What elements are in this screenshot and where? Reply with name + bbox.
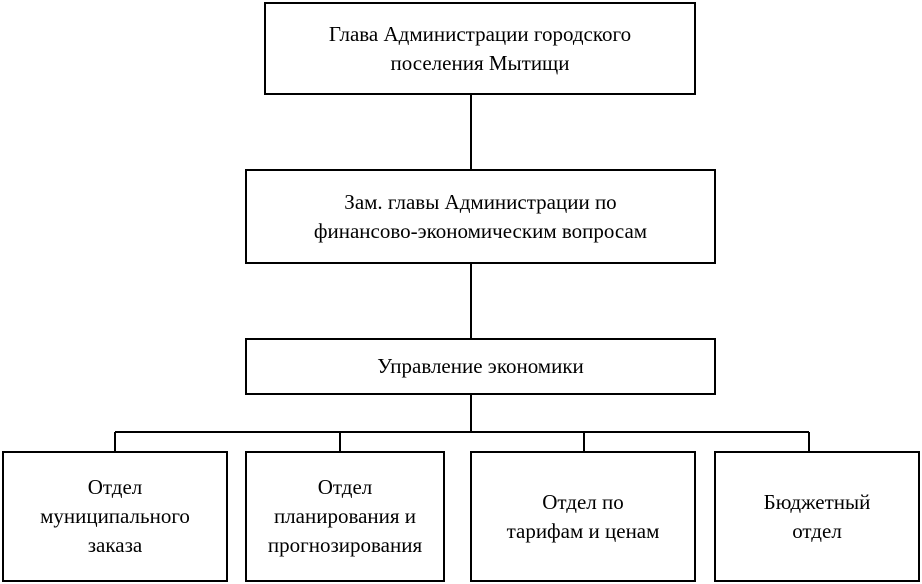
- unit-label-2: Отдел планирования и прогнозирования: [267, 475, 423, 557]
- unit-box-1: Отдел муниципального заказа: [2, 451, 228, 582]
- head-label: Глава Администрации городского поселения…: [328, 21, 632, 75]
- unit-label-3: Отдел по тарифам и ценам: [506, 489, 660, 543]
- unit-label-4: Бюджетный отдел: [763, 489, 871, 543]
- head-box: Глава Администрации городского поселения…: [264, 2, 696, 95]
- unit-box-2: Отдел планирования и прогнозирования: [245, 451, 445, 582]
- unit-label-1: Отдел муниципального заказа: [40, 475, 190, 557]
- unit-box-4: Бюджетный отдел: [714, 451, 920, 582]
- department-box: Управление экономики: [245, 338, 716, 395]
- deputy-box: Зам. главы Администрации по финансово-эк…: [245, 169, 716, 264]
- unit-box-3: Отдел по тарифам и ценам: [470, 451, 696, 582]
- deputy-label: Зам. главы Администрации по финансово-эк…: [313, 189, 648, 243]
- department-label: Управление экономики: [377, 354, 584, 378]
